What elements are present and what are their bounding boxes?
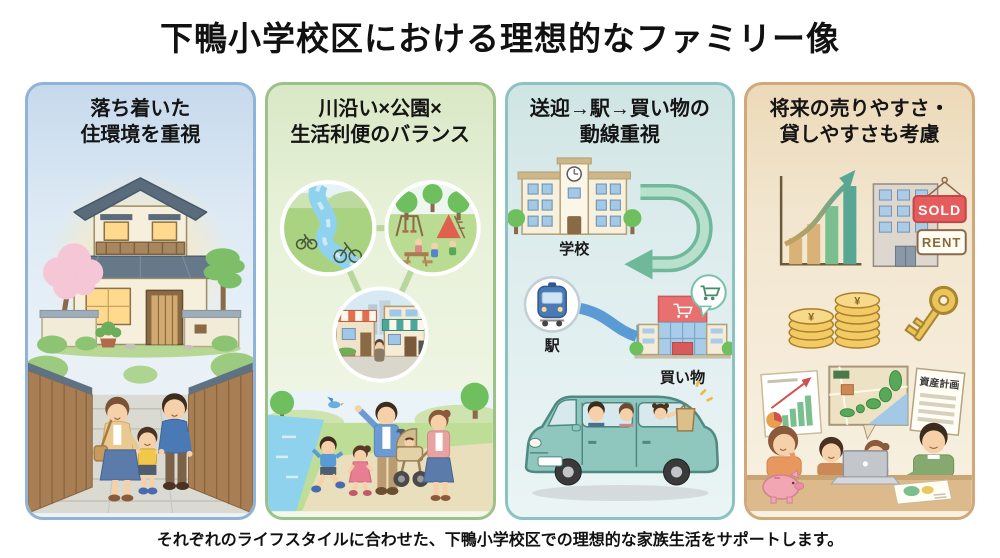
heading-line: 落ち着いた	[90, 98, 191, 120]
resale-illustration: SOLD RENT ¥ ¥	[747, 169, 972, 512]
riverside-circle-icon	[279, 179, 377, 277]
panel-resale: 将来の売りやすさ・ 貸しやすさも考慮	[744, 82, 975, 520]
balance-illustration	[267, 179, 493, 512]
sold-sign: SOLD	[912, 176, 967, 224]
shopping-label: 買い物	[660, 369, 705, 387]
chart-poster	[760, 369, 823, 438]
panel-balance: 川沿い×公園× 生活利便のバランス	[264, 82, 496, 520]
riverside-family-icon	[267, 382, 493, 512]
school-icon	[507, 157, 641, 235]
rent-sign: RENT	[916, 229, 967, 256]
piggy-bank-icon	[762, 468, 805, 504]
train-station-icon	[523, 276, 580, 333]
panel-resale-heading: 将来の売りやすさ・ 貸しやすさも考慮	[747, 85, 972, 150]
heading-line: 動線重視	[579, 124, 660, 146]
growth-chart-icon	[780, 169, 862, 266]
yen-symbol: ¥	[855, 295, 862, 307]
heading-line: 貸しやすさも考慮	[779, 124, 940, 146]
sold-label: SOLD	[918, 202, 961, 218]
minivan-icon	[524, 380, 719, 502]
panel-calm-heading: 落ち着いた 住環境を重視	[28, 85, 253, 150]
plan-document: 資産計画	[909, 367, 966, 436]
pine-tree-icon	[203, 248, 245, 315]
panel-calm-living: 落ち着いた 住環境を重視	[25, 82, 256, 520]
shopping-mall-icon	[628, 274, 733, 359]
heading-line: 将来の売りやすさ・	[769, 98, 950, 120]
rent-label: RENT	[922, 235, 962, 250]
station-label: 駅	[543, 338, 560, 355]
panel-flow-heading: 送迎→駅→買い物の 動線重視	[508, 85, 733, 150]
bluebird-icon	[326, 396, 345, 409]
plan-doc-title: 資産計画	[919, 375, 960, 392]
brochure-on-table	[893, 479, 953, 505]
heading-line: 住環境を重視	[80, 124, 201, 146]
park-circle-icon	[384, 179, 481, 277]
yen-symbol: ¥	[808, 311, 815, 323]
route-arrow-green	[623, 184, 713, 280]
calm-living-illustration	[28, 171, 253, 514]
key-icon	[904, 285, 959, 342]
shopping-bag-icon	[675, 404, 695, 432]
cherry-blossom-tree-icon	[43, 243, 104, 315]
cart-bubble-icon	[690, 274, 727, 319]
panel-flow: 送迎→駅→買い物の 動線重視	[504, 82, 736, 520]
footer-caption: それぞれのライフスタイルに合わせた、下鴨小学校区での理想的な家族生活をサポートし…	[156, 532, 844, 549]
flow-illustration: 学校 駅	[507, 157, 733, 502]
page-title: 下鴨小学校区における理想的なファミリー像	[160, 20, 840, 57]
family-walking-icon	[93, 393, 193, 502]
heading-line: 送迎→駅→買い物の	[529, 98, 710, 120]
japan-map-poster	[828, 365, 909, 441]
coins-icon: ¥ ¥	[788, 292, 881, 349]
garden-wall	[37, 309, 242, 354]
laptop-icon	[830, 450, 901, 485]
panels-row: 落ち着いた 住環境を重視	[25, 82, 975, 520]
heading-line: 生活利便のバランス	[290, 124, 470, 146]
shopping-street-circle-icon	[331, 286, 429, 383]
school-label: 学校	[559, 240, 590, 258]
panel-balance-heading: 川沿い×公園× 生活利便のバランス	[268, 85, 493, 150]
family-planning-icon	[747, 422, 972, 512]
heading-line: 川沿い×公園×	[318, 98, 442, 120]
